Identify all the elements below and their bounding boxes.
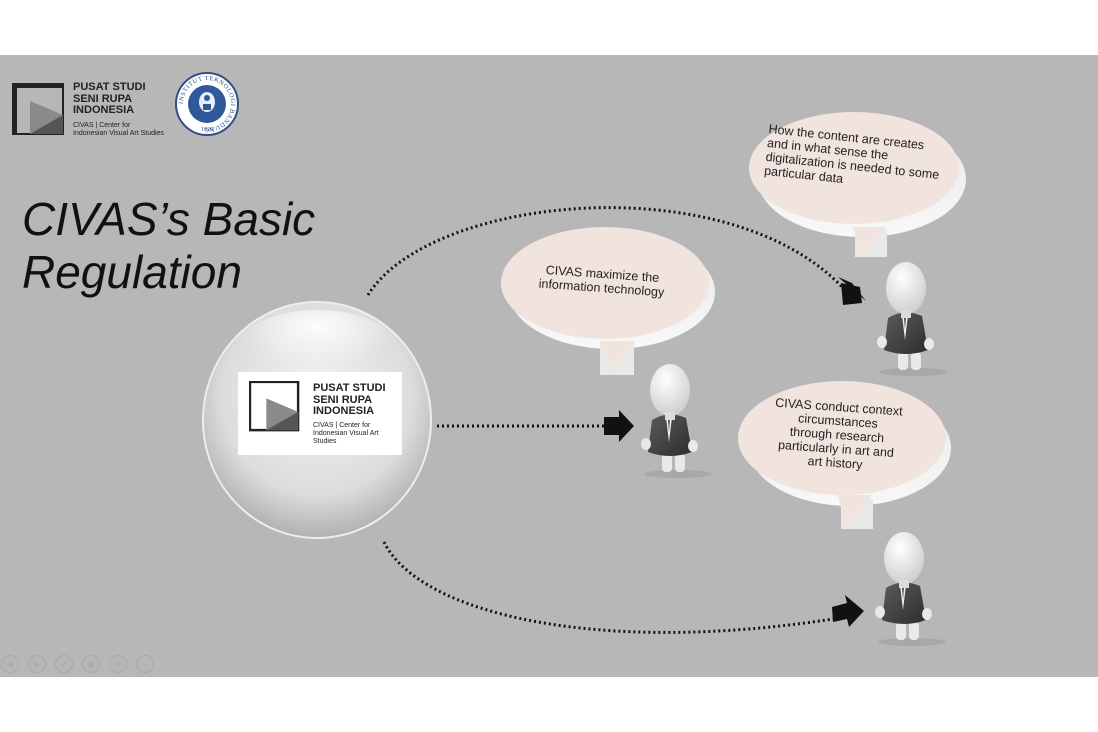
slide-canvas: PUSAT STUDI SENI RUPA INDONESIA CIVAS | … — [0, 55, 1098, 677]
figure-bottom — [875, 532, 946, 646]
civas-logo-mark — [12, 83, 64, 135]
seal-year: 1920 — [201, 127, 213, 133]
center-logo-card: PUSAT STUDI SENI RUPA INDONESIA CIVAS | … — [238, 372, 402, 455]
bottom-arrow-icon — [832, 595, 864, 627]
speech-bubbles — [501, 112, 966, 529]
bottom-connector-path — [382, 541, 834, 634]
figure-top — [877, 262, 948, 376]
slide-title: CIVAS’s Basic Regulation — [22, 193, 315, 299]
middle-speech-bubble — [501, 227, 715, 375]
bottom-speech-bubble — [738, 381, 951, 529]
next-icon[interactable]: ▶ — [28, 655, 46, 673]
slide-title-line1: CIVAS’s Basic — [22, 193, 316, 245]
header-logo-line1: PUSAT STUDI — [73, 81, 146, 93]
top-arrow-icon — [841, 283, 862, 305]
fit-icon[interactable]: ▣ — [82, 655, 100, 673]
figure-middle — [641, 364, 712, 478]
middle-arrow-icon — [604, 410, 634, 442]
connector-paths — [366, 206, 866, 634]
zoom-icon[interactable]: ⚲ — [109, 655, 127, 673]
header-logo-line3: INDONESIA — [73, 104, 135, 116]
more-icon[interactable]: ⋯ — [136, 655, 154, 673]
center-logo-mark — [249, 381, 300, 432]
center-logo-line2: SENI RUPA — [313, 393, 373, 406]
center-logo-sub1: CIVAS | Center for — [313, 421, 371, 429]
fullscreen-icon[interactable]: ↗ — [55, 655, 73, 673]
header-logo-sub2: Indonesian Visual Art Studies — [73, 129, 164, 137]
header-logo-sub1: CIVAS | Center for — [73, 121, 131, 129]
itb-seal-icon: INSTITUT TEKNOLOGI BANDUNG 1920 — [175, 72, 239, 136]
top-speech-bubble — [749, 112, 966, 257]
presentation-controls: ◀ ▶ ↗ ▣ ⚲ ⋯ — [1, 655, 154, 673]
prev-icon[interactable]: ◀ — [1, 655, 19, 673]
center-logo-line1: PUSAT STUDI — [313, 382, 386, 394]
slide-title-line2: Regulation — [22, 246, 242, 298]
center-logo-sub2: Indonesian Visual Art — [313, 429, 379, 437]
figures — [641, 262, 948, 646]
center-logo-line3: INDONESIA — [313, 405, 375, 417]
center-logo-sub3: Studies — [313, 437, 337, 445]
header-logo-line2: SENI RUPA — [73, 92, 133, 105]
